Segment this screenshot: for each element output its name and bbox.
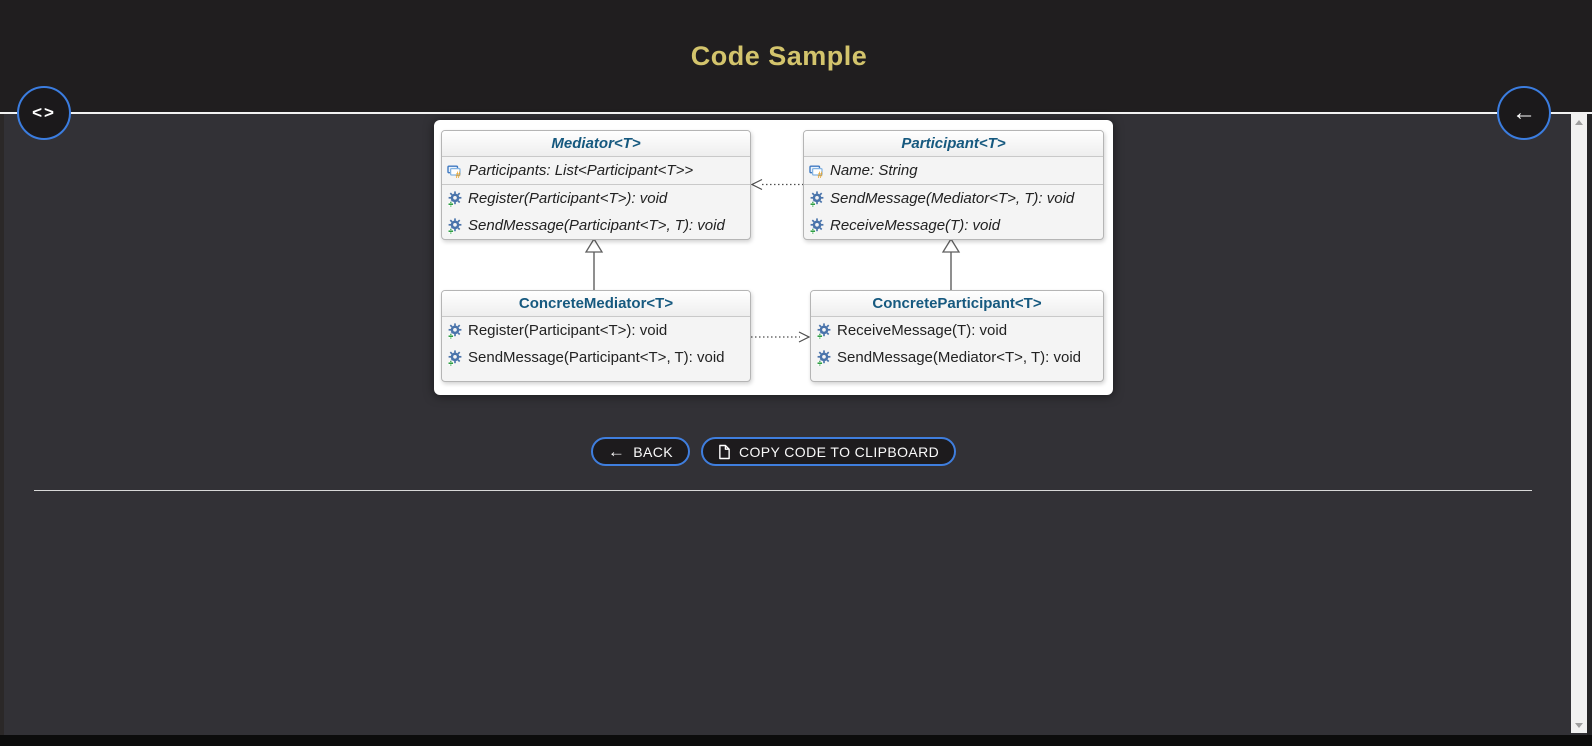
window-left-edge	[0, 113, 4, 735]
class-method: SendMessage(Mediator<T>, T): void	[804, 185, 1103, 212]
method-label: Register(Participant<T>): void	[468, 322, 668, 339]
class-title: Participant<T>	[804, 131, 1103, 157]
header-divider	[0, 112, 1592, 114]
copy-button-label: COPY CODE TO CLIPBOARD	[738, 443, 940, 460]
properties-section: # Name: String	[804, 157, 1103, 185]
class-method: SendMessage(Participant<T>, T): void	[442, 212, 750, 239]
method-icon	[447, 322, 463, 339]
dependency-arrowhead-right	[798, 331, 811, 343]
method-icon	[447, 217, 463, 234]
scroll-up-icon	[1575, 119, 1583, 125]
scroll-up-button[interactable]	[1571, 114, 1587, 130]
class-box-mediator: Mediator<T> # Participants: List<Partici…	[441, 130, 751, 240]
inheritance-triangle-participant	[941, 237, 961, 253]
class-box-concrete-mediator: ConcreteMediator<T> Register(Participant…	[441, 290, 751, 382]
svg-text:#: #	[456, 170, 461, 179]
svg-text:#: #	[818, 170, 823, 179]
action-buttons-row: ← BACK COPY CODE TO CLIPBOARD	[434, 437, 1113, 466]
methods-section: Register(Participant<T>): void SendMessa…	[442, 185, 750, 239]
dependency-arrowhead-left	[750, 178, 763, 191]
class-title: ConcreteParticipant<T>	[811, 291, 1103, 317]
method-label: SendMessage(Mediator<T>, T): void	[837, 349, 1082, 366]
class-method: SendMessage(Mediator<T>, T): void	[811, 344, 1103, 371]
field-icon: #	[447, 163, 463, 179]
class-method: SendMessage(Participant<T>, T): void	[442, 344, 750, 371]
method-label: SendMessage(Participant<T>, T): void	[468, 217, 725, 234]
vertical-scrollbar[interactable]	[1571, 114, 1587, 733]
methods-section: Register(Participant<T>): void SendMessa…	[442, 317, 750, 371]
class-method: Register(Participant<T>): void	[442, 185, 750, 212]
method-label: ReceiveMessage(T): void	[837, 322, 1008, 339]
class-method: Register(Participant<T>): void	[442, 317, 750, 344]
method-icon	[816, 322, 832, 339]
back-button[interactable]: ← BACK	[590, 437, 690, 466]
window-right-edge	[1587, 114, 1592, 735]
inheritance-triangle-mediator	[584, 237, 604, 253]
class-property: # Name: String	[804, 157, 1103, 184]
back-button-label: BACK	[633, 443, 673, 460]
content-divider	[34, 490, 1532, 491]
property-label: Participants: List<Participant<T>>	[468, 162, 694, 179]
property-label: Name: String	[830, 162, 918, 179]
field-icon: #	[809, 163, 825, 179]
back-arrow-icon: ←	[607, 442, 626, 461]
class-box-participant: Participant<T> # Name: String SendMessag…	[803, 130, 1104, 240]
method-icon	[809, 190, 825, 207]
class-box-concrete-participant: ConcreteParticipant<T> ReceiveMessage(T)…	[810, 290, 1104, 382]
methods-section: SendMessage(Mediator<T>, T): void Receiv…	[804, 185, 1103, 239]
method-icon	[809, 217, 825, 234]
window-bottom-edge	[0, 735, 1592, 746]
method-label: Register(Participant<T>): void	[468, 190, 668, 207]
header: Code Sample	[0, 0, 1592, 113]
method-icon	[447, 349, 463, 366]
copy-code-button[interactable]: COPY CODE TO CLIPBOARD	[700, 437, 957, 466]
properties-section: # Participants: List<Participant<T>>	[442, 157, 750, 185]
page-title: Code Sample	[690, 41, 868, 71]
uml-diagram-card: Mediator<T> # Participants: List<Partici…	[434, 120, 1113, 395]
class-title: ConcreteMediator<T>	[442, 291, 750, 317]
code-view-button[interactable]: <>	[17, 86, 71, 140]
method-icon	[816, 349, 832, 366]
method-label: SendMessage(Mediator<T>, T): void	[830, 190, 1075, 207]
method-label: ReceiveMessage(T): void	[830, 217, 1001, 234]
methods-section: ReceiveMessage(T): void SendMessage(Medi…	[811, 317, 1103, 371]
back-arrow-icon: ←	[1512, 99, 1536, 126]
class-method: ReceiveMessage(T): void	[804, 212, 1103, 239]
class-title: Mediator<T>	[442, 131, 750, 157]
scroll-down-button[interactable]	[1571, 717, 1587, 733]
back-nav-button[interactable]: ←	[1497, 86, 1551, 140]
class-method: ReceiveMessage(T): void	[811, 317, 1103, 344]
copy-document-icon	[718, 444, 731, 460]
method-icon	[447, 190, 463, 207]
method-label: SendMessage(Participant<T>, T): void	[468, 349, 725, 366]
code-icon: <>	[32, 103, 56, 122]
class-property: # Participants: List<Participant<T>>	[442, 157, 750, 184]
scroll-down-icon	[1575, 722, 1583, 728]
